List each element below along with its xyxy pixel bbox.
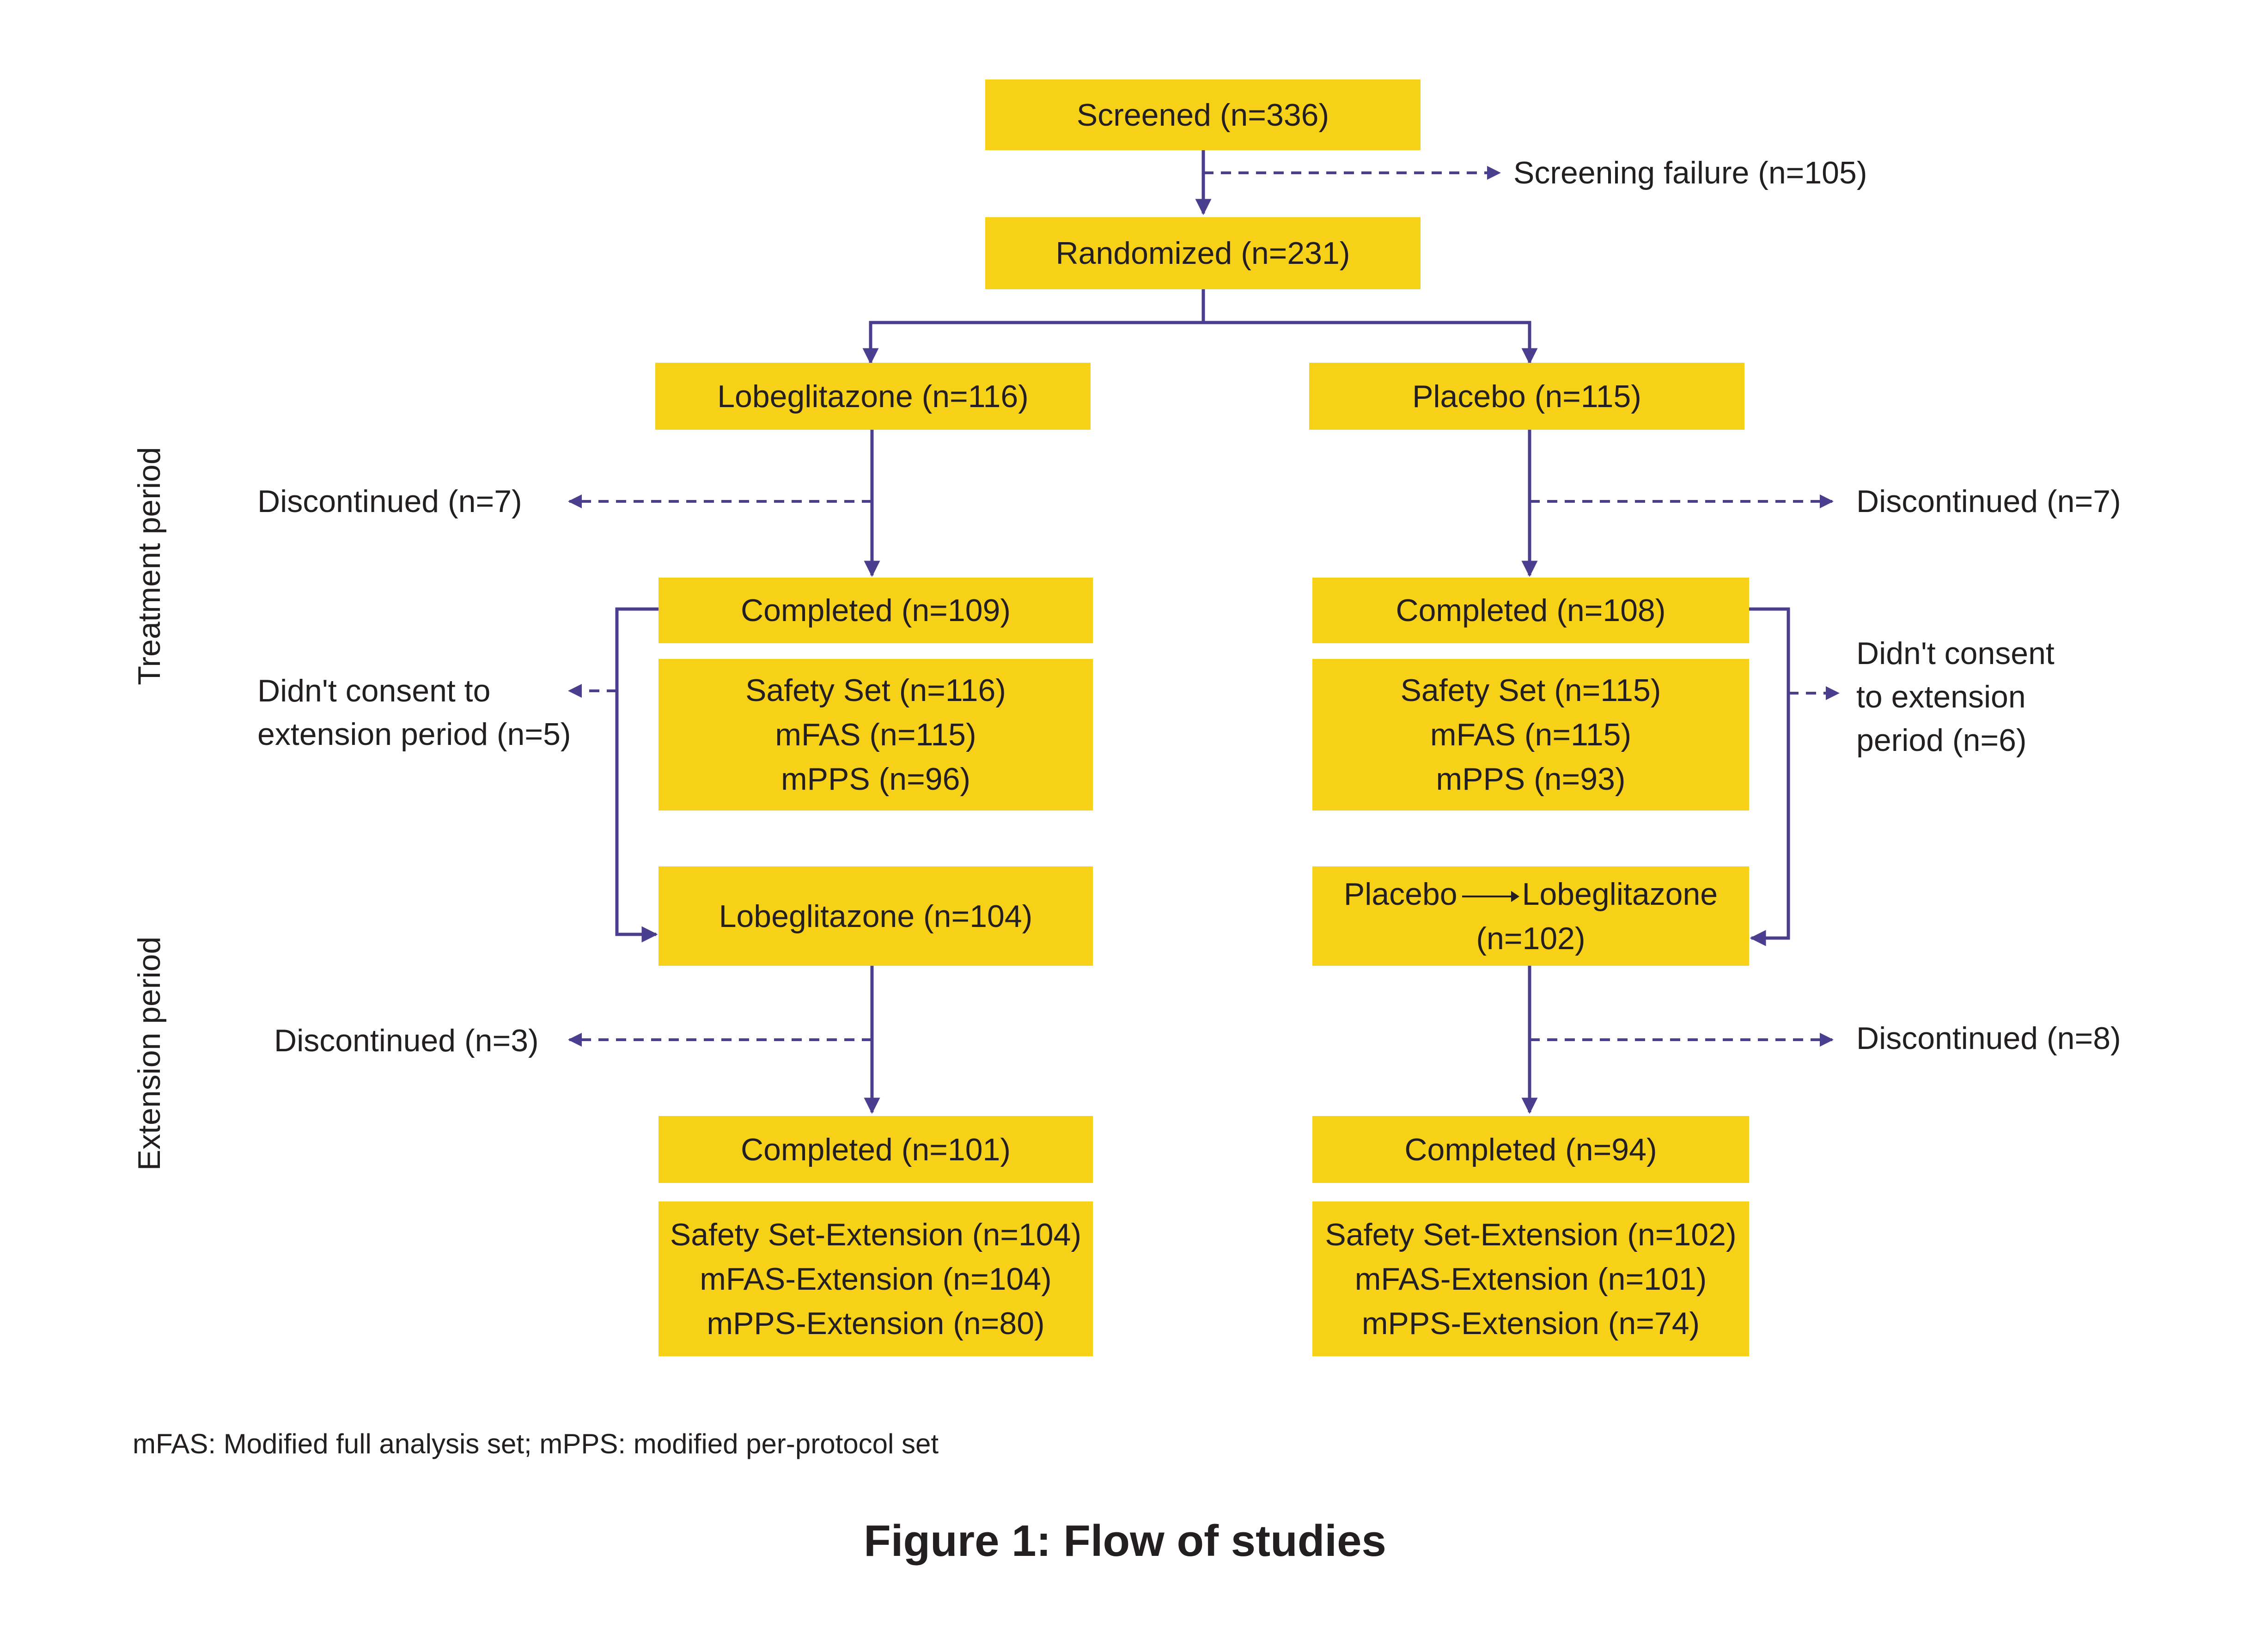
placebo-no-consent-line-3: period (n=6) bbox=[1856, 723, 2027, 758]
placebo-safety-set-ext: Safety Set-Extension (n=102) bbox=[1325, 1217, 1737, 1252]
extension-period-label: Extension period bbox=[132, 936, 167, 1171]
placebo-mfas-ext: mFAS-Extension (n=101) bbox=[1354, 1261, 1707, 1297]
switch-count: (n=102) bbox=[1476, 920, 1585, 956]
split-line-right bbox=[1203, 321, 1538, 365]
placebo-no-consent-line-1: Didn't consent bbox=[1856, 636, 2055, 671]
figure-caption: Figure 1: Flow of studies bbox=[864, 1516, 1386, 1566]
lobe-ext-completed-text: Completed (n=101) bbox=[740, 1132, 1011, 1167]
switch-from-text: Placebo bbox=[1343, 876, 1457, 912]
placebo-mfas: mFAS (n=115) bbox=[1430, 717, 1632, 752]
lobe-no-consent-line-2: extension period (n=5) bbox=[257, 717, 571, 752]
screened-box: Screened (n=336) bbox=[985, 79, 1421, 150]
split-line bbox=[862, 289, 1205, 365]
lobe-completed-box: Completed (n=109) bbox=[659, 578, 1093, 643]
switch-to-text: Lobeglitazone bbox=[1522, 876, 1718, 912]
placebo-completed-box: Completed (n=108) bbox=[1312, 578, 1749, 643]
lobe-completed-text: Completed (n=109) bbox=[740, 593, 1011, 628]
placebo-switch-box: Placebo Lobeglitazone (n=102) bbox=[1312, 866, 1749, 966]
placebo-no-consent-line-2: to extension bbox=[1856, 679, 2026, 714]
randomized-box: Randomized (n=231) bbox=[985, 217, 1421, 289]
switch-line: Placebo Lobeglitazone bbox=[1344, 872, 1718, 916]
placebo-arm-box: Placebo (n=115) bbox=[1309, 363, 1744, 430]
screened-text: Screened (n=336) bbox=[1076, 97, 1329, 133]
lobeglitazone-arm-box: Lobeglitazone (n=116) bbox=[655, 363, 1091, 430]
lobe-ext-discontinued-label: Discontinued (n=3) bbox=[274, 1023, 539, 1058]
switch-arrow-icon bbox=[1462, 890, 1519, 902]
screening-failure-label: Screening failure (n=105) bbox=[1513, 155, 1867, 190]
footnote: mFAS: Modified full analysis set; mPPS: … bbox=[133, 1428, 939, 1459]
bracket-lobe-extension bbox=[615, 607, 659, 943]
lobe-no-consent-label: Didn't consent to extension period (n=5) bbox=[257, 669, 571, 756]
lobe-ext-completed-box: Completed (n=101) bbox=[659, 1116, 1093, 1183]
lobeglitazone-arm-text: Lobeglitazone (n=116) bbox=[717, 378, 1029, 414]
placebo-mpps: mPPS (n=93) bbox=[1436, 762, 1626, 797]
placebo-ext-sets-box: Safety Set-Extension (n=102) mFAS-Extens… bbox=[1312, 1201, 1749, 1356]
placebo-ext-discontinued-label: Discontinued (n=8) bbox=[1856, 1021, 2121, 1056]
lobe-no-consent-line-1: Didn't consent to bbox=[257, 673, 491, 708]
placebo-no-consent-label: Didn't consent to extension period (n=6) bbox=[1856, 632, 2055, 762]
lobe-safety-set: Safety Set (n=116) bbox=[745, 673, 1006, 708]
placebo-arm-text: Placebo (n=115) bbox=[1412, 378, 1641, 414]
lobe-discontinued-label: Discontinued (n=7) bbox=[257, 484, 522, 519]
lobe-extension-box: Lobeglitazone (n=104) bbox=[659, 866, 1093, 966]
lobe-extension-text: Lobeglitazone (n=104) bbox=[719, 898, 1033, 934]
placebo-ext-completed-box: Completed (n=94) bbox=[1312, 1116, 1749, 1183]
placebo-completed-text: Completed (n=108) bbox=[1396, 593, 1666, 628]
lobe-mpps: mPPS (n=96) bbox=[780, 762, 971, 797]
lobe-safety-set-ext: Safety Set-Extension (n=104) bbox=[670, 1217, 1082, 1252]
placebo-safety-set: Safety Set (n=115) bbox=[1400, 673, 1661, 708]
lobe-mfas: mFAS (n=115) bbox=[775, 717, 976, 752]
lobe-mfas-ext: mFAS-Extension (n=104) bbox=[700, 1261, 1052, 1297]
lobe-mpps-ext: mPPS-Extension (n=80) bbox=[707, 1305, 1045, 1341]
bracket-placebo-extension bbox=[1749, 607, 1790, 946]
treatment-period-label: Treatment period bbox=[132, 447, 167, 685]
placebo-mpps-ext: mPPS-Extension (n=74) bbox=[1361, 1305, 1700, 1341]
lobe-analysis-sets-box: Safety Set (n=116) mFAS (n=115) mPPS (n=… bbox=[659, 659, 1093, 811]
placebo-analysis-sets-box: Safety Set (n=115) mFAS (n=115) mPPS (n=… bbox=[1312, 659, 1749, 811]
placebo-ext-completed-text: Completed (n=94) bbox=[1404, 1132, 1657, 1167]
randomized-text: Randomized (n=231) bbox=[1055, 236, 1350, 271]
lobe-ext-sets-box: Safety Set-Extension (n=104) mFAS-Extens… bbox=[659, 1201, 1093, 1356]
placebo-discontinued-label: Discontinued (n=7) bbox=[1856, 484, 2121, 519]
